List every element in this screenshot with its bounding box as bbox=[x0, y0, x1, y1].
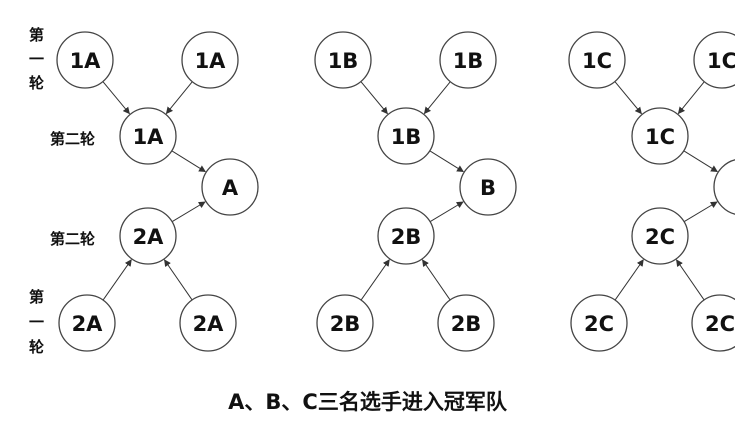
edges bbox=[102, 81, 718, 301]
bracket-2-round1-top-right-node: 1B bbox=[439, 31, 497, 89]
bracket-2-round1-bottom-right-node-circle bbox=[437, 294, 495, 352]
bracket-3-semifinal-bottom-node: 2C bbox=[631, 207, 689, 265]
bracket-3-round1-bottom-left-node: 2C bbox=[570, 294, 628, 352]
bracket-2-round1-bottom-right-node-label: 2B bbox=[451, 312, 482, 336]
bracket-3-round1-top-left-node-circle bbox=[568, 31, 626, 89]
bracket-1-semifinal-bottom-node-label: 2A bbox=[133, 225, 165, 249]
bracket-2-edge-round1-bottom-right bbox=[422, 259, 451, 301]
bracket-3-round1-bottom-left-node-circle bbox=[570, 294, 628, 352]
bracket-3-semifinal-bottom-node-label: 2C bbox=[645, 225, 675, 249]
bracket-2-winner-node: B bbox=[459, 158, 517, 216]
bracket-1-round1-bottom-left-node: 2A bbox=[58, 294, 116, 352]
round2-top-label: 第二轮 bbox=[50, 130, 95, 148]
bracket-2-winner-node-circle bbox=[459, 158, 517, 216]
bracket-2-edge-round1-top-left bbox=[360, 81, 388, 115]
bracket-2-round1-top-right-node-label: 1B bbox=[453, 49, 484, 73]
bracket-1-edge-semifinal-top bbox=[171, 150, 206, 173]
bracket-1-semifinal-top-node-label: 1A bbox=[133, 125, 165, 149]
bracket-2-semifinal-bottom-node-label: 2B bbox=[391, 225, 422, 249]
bracket-3-semifinal-top-node-label: 1C bbox=[645, 125, 675, 149]
bracket-2-edge-round1-top-right bbox=[423, 81, 451, 115]
bracket-2-round1-bottom-left-node-label: 2B bbox=[330, 312, 361, 336]
bracket-2-round1-bottom-left-node: 2B bbox=[316, 294, 374, 352]
bracket-1-round1-bottom-left-node-circle bbox=[58, 294, 116, 352]
round1-bottom-label-char-3: 轮 bbox=[29, 338, 44, 356]
bracket-3-edge-semifinal-top bbox=[683, 150, 718, 173]
bracket-3-round1-top-right-node-circle bbox=[693, 31, 735, 89]
bracket-1-edge-round1-top-right bbox=[165, 81, 193, 115]
bracket-3-round1-bottom-right-node: 2C bbox=[691, 294, 735, 352]
bracket-3-winner-node-circle bbox=[713, 159, 735, 215]
bracket-2-round1-top-right-node-circle bbox=[439, 31, 497, 89]
round1-top-label-char-3: 轮 bbox=[29, 74, 44, 92]
bracket-1-round1-top-right-node: 1A bbox=[181, 31, 239, 89]
bracket-1-round1-bottom-right-node-circle bbox=[179, 294, 237, 352]
bracket-2-semifinal-bottom-node-circle bbox=[377, 207, 435, 265]
round2-bottom-label: 第二轮 bbox=[50, 230, 95, 248]
bracket-3-round1-top-right-node-label: 1C bbox=[707, 49, 735, 73]
bracket-3-round1-top-right-node: 1C bbox=[693, 31, 735, 89]
bracket-3-edge-round1-bottom-right bbox=[676, 259, 705, 301]
bracket-3-round1-top-left-node: 1C bbox=[568, 31, 626, 89]
bracket-1-semifinal-bottom-node-circle bbox=[119, 207, 177, 265]
bracket-3-round1-bottom-left-node-label: 2C bbox=[584, 312, 614, 336]
bracket-1-round1-top-right-node-circle bbox=[181, 31, 239, 89]
bracket-1-edge-round1-bottom-left bbox=[102, 259, 132, 301]
bracket-3-semifinal-bottom-node-circle bbox=[631, 207, 689, 265]
round1-top-label-char-2: 一 bbox=[29, 50, 44, 68]
bracket-1-semifinal-top-node: 1A bbox=[119, 107, 177, 165]
round1-bottom-label-char-1: 第 bbox=[29, 288, 44, 306]
bracket-1-edge-round1-bottom-right bbox=[164, 259, 193, 301]
bracket-2-edge-semifinal-top bbox=[429, 150, 464, 173]
round1-top-label-char-1: 第 bbox=[29, 26, 44, 44]
bracket-3-edge-round1-top-right bbox=[677, 81, 705, 115]
bracket-2-round1-bottom-right-node: 2B bbox=[437, 294, 495, 352]
bracket-2-semifinal-top-node-circle bbox=[377, 107, 435, 165]
bracket-1-semifinal-bottom-node: 2A bbox=[119, 207, 177, 265]
bracket-2-winner-node-label: B bbox=[480, 176, 496, 200]
bracket-2-edge-semifinal-bottom bbox=[429, 201, 464, 223]
bracket-1-round1-top-left-node-circle bbox=[56, 31, 114, 89]
bracket-3-edge-semifinal-bottom bbox=[683, 201, 718, 223]
bracket-3-edge-round1-top-left bbox=[614, 81, 642, 115]
nodes: 1A 1A 1A A 2A 2A 2A 1B 1B 1B B 2B 2B 2B 1C 1C 1C C 2C 2C 2C bbox=[56, 31, 735, 352]
bracket-1-round1-top-left-node-label: 1A bbox=[70, 49, 102, 73]
bracket-1-winner-node-circle bbox=[201, 158, 259, 216]
bracket-3-semifinal-top-node-circle bbox=[631, 107, 689, 165]
bracket-2-semifinal-top-node: 1B bbox=[377, 107, 435, 165]
bracket-1-round1-top-left-node: 1A bbox=[56, 31, 114, 89]
bracket-2-semifinal-top-node-label: 1B bbox=[391, 125, 422, 149]
bracket-2-edge-round1-bottom-left bbox=[360, 259, 390, 301]
bracket-2-round1-top-left-node-label: 1B bbox=[328, 49, 359, 73]
bracket-2-semifinal-bottom-node: 2B bbox=[377, 207, 435, 265]
bracket-1-round1-bottom-right-node-label: 2A bbox=[193, 312, 225, 336]
bracket-1-semifinal-top-node-circle bbox=[119, 107, 177, 165]
diagram-caption: A、B、C三名选手进入冠军队 bbox=[228, 390, 507, 414]
bracket-3-round1-bottom-right-node-label: 2C bbox=[705, 312, 735, 336]
bracket-3-semifinal-top-node: 1C bbox=[631, 107, 689, 165]
bracket-1-edge-round1-top-left bbox=[102, 81, 130, 115]
bracket-1-round1-top-right-node-label: 1A bbox=[195, 49, 227, 73]
bracket-1-round1-bottom-left-node-label: 2A bbox=[72, 312, 104, 336]
bracket-1-edge-semifinal-bottom bbox=[171, 201, 206, 223]
bracket-3-winner-node: C bbox=[713, 159, 735, 215]
bracket-2-round1-top-left-node: 1B bbox=[314, 31, 372, 89]
bracket-1-winner-node: A bbox=[201, 158, 259, 216]
round1-bottom-label-char-2: 一 bbox=[29, 313, 44, 331]
bracket-1-round1-bottom-right-node: 2A bbox=[179, 294, 237, 352]
bracket-2-round1-top-left-node-circle bbox=[314, 31, 372, 89]
bracket-2-round1-bottom-left-node-circle bbox=[316, 294, 374, 352]
bracket-1-winner-node-label: A bbox=[222, 176, 239, 200]
bracket-3-edge-round1-bottom-left bbox=[614, 259, 644, 301]
bracket-3-round1-bottom-right-node-circle bbox=[691, 294, 735, 352]
bracket-3-round1-top-left-node-label: 1C bbox=[582, 49, 612, 73]
